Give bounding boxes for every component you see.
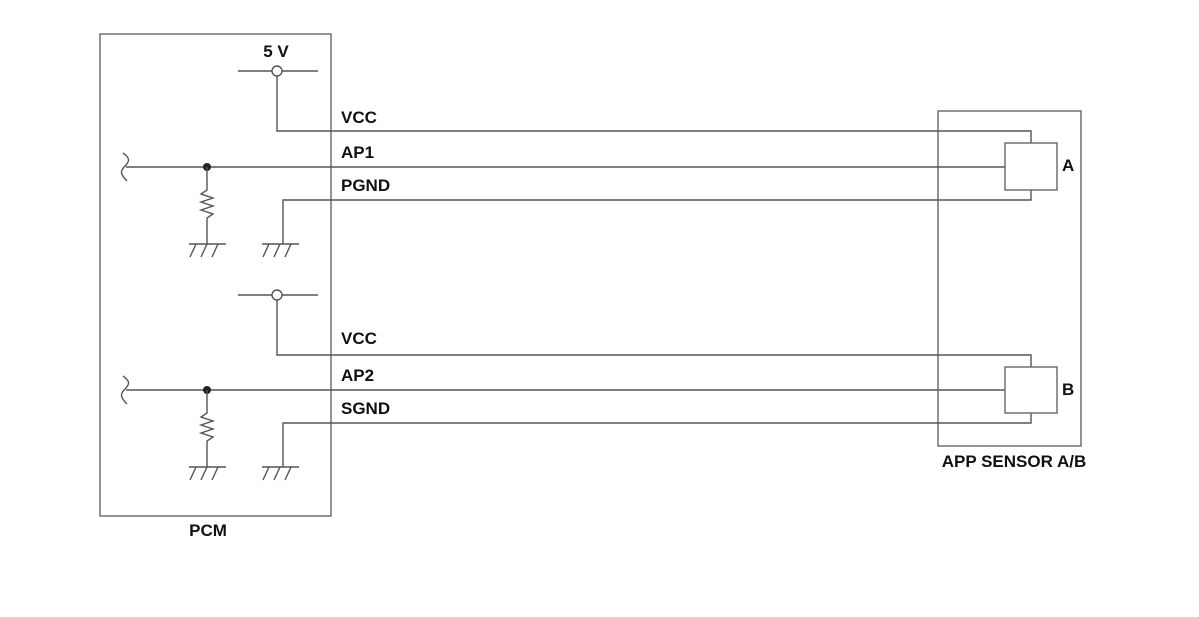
signal-label-a: AP1 (341, 143, 374, 162)
vcc-wire-b (276, 295, 1032, 367)
break-symbol-b (120, 375, 130, 405)
sensor-b-label: B (1062, 380, 1074, 399)
ground-label-a: PGND (341, 176, 390, 195)
sensor-a-label: A (1062, 156, 1074, 175)
ground-wire-b (282, 413, 1032, 467)
supply-terminal-a (271, 65, 283, 77)
sensor-a-element (1004, 142, 1058, 191)
pcm-label: PCM (189, 521, 227, 540)
ground-symbol-b2 (262, 466, 299, 481)
circuit-a: 5 V VCC AP1 PGND A (120, 42, 1074, 258)
pcm-box (99, 33, 332, 517)
pulldown-resistor-b (198, 390, 216, 467)
vcc-wire-a (276, 71, 1032, 143)
vcc-label-b: VCC (341, 329, 377, 348)
ground-label-b: SGND (341, 399, 390, 418)
break-symbol-a (120, 152, 130, 182)
supply-terminal-b (271, 289, 283, 301)
ground-symbol-b1 (189, 466, 226, 481)
circuit-b: VCC AP2 SGND B (120, 289, 1074, 481)
sensor-b-element (1004, 366, 1058, 414)
sensor-module-box (937, 110, 1082, 447)
pulldown-resistor-a (198, 167, 216, 244)
vcc-label-a: VCC (341, 108, 377, 127)
signal-label-b: AP2 (341, 366, 374, 385)
ground-symbol-a1 (189, 243, 226, 258)
supply-voltage-label: 5 V (263, 42, 289, 61)
sensor-module-label: APP SENSOR A/B (942, 452, 1087, 471)
ground-symbol-a2 (262, 243, 299, 258)
ground-wire-a (282, 190, 1032, 244)
